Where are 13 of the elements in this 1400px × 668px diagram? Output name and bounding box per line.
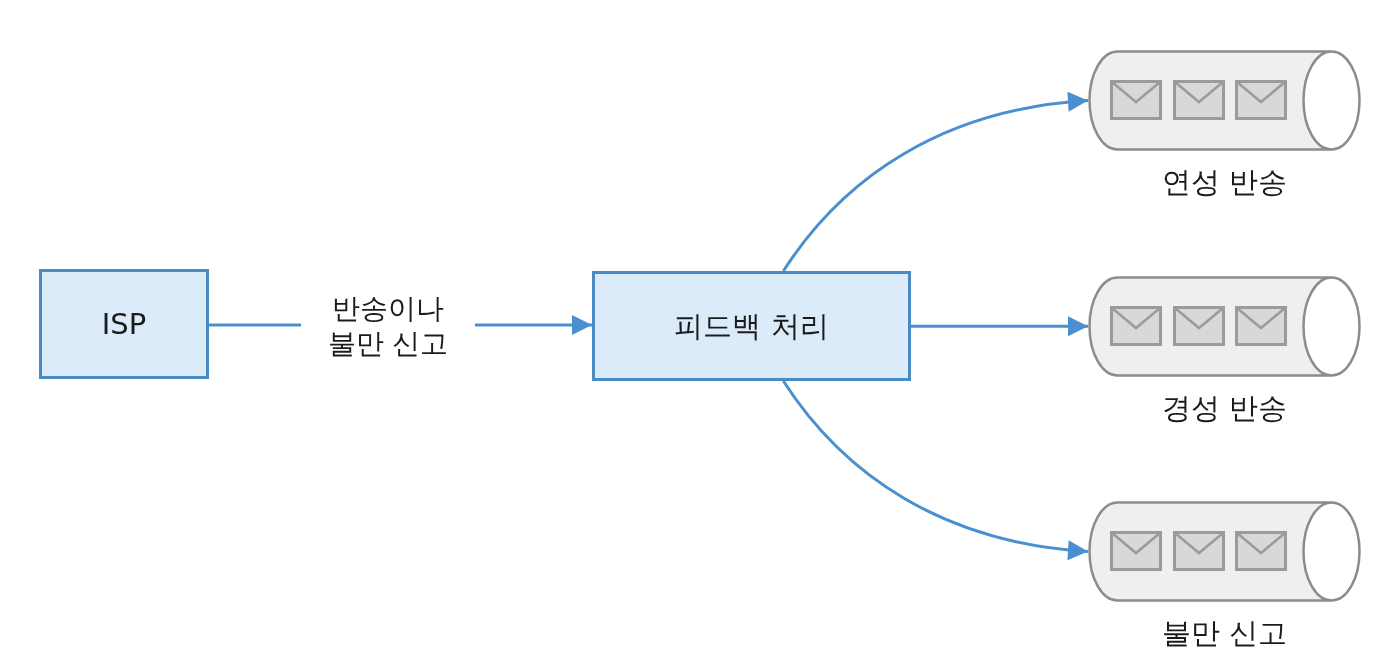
queue-cylinder [1088,50,1361,151]
queue-label: 경성 반송 [1161,391,1288,426]
arrow [782,92,1089,272]
arrow [782,380,1089,560]
process-box [39,269,209,379]
process-box [592,271,911,381]
queue-label: 불만 신고 [1161,616,1288,651]
box-label: ISP [101,306,147,342]
queue-cylinder [1088,276,1361,377]
arrow [911,316,1088,337]
box-label: 피드백 처리 [674,308,829,344]
queue-label: 연성 반송 [1161,165,1288,200]
queue-cylinder [1088,501,1361,602]
